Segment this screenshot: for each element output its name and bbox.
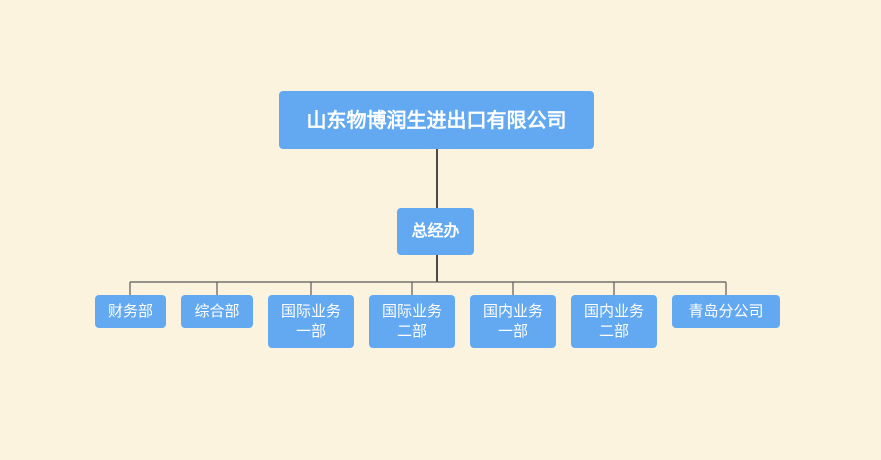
dept-node-intl-1[interactable]: 国际业务一部: [268, 295, 354, 348]
dept-node-domestic-2[interactable]: 国内业务二部: [571, 295, 657, 348]
org-middle-node[interactable]: 总经办: [397, 208, 474, 255]
org-root-label: 山东物博润生进出口有限公司: [306, 108, 567, 132]
dept-label: 国际业务一部: [280, 302, 341, 340]
dept-label: 财务部: [107, 301, 153, 320]
dept-node-domestic-1[interactable]: 国内业务一部: [470, 295, 556, 348]
dept-label: 综合部: [194, 301, 240, 320]
dept-node-general[interactable]: 综合部: [181, 295, 253, 328]
org-middle-label: 总经办: [411, 221, 460, 241]
dept-node-qingdao-branch[interactable]: 青岛分公司: [672, 295, 780, 328]
dept-label: 国内业务二部: [583, 302, 644, 340]
dept-label: 国内业务一部: [482, 302, 543, 340]
dept-label: 国际业务二部: [381, 302, 442, 340]
dept-label: 青岛分公司: [688, 301, 764, 320]
org-root-node[interactable]: 山东物博润生进出口有限公司: [279, 91, 594, 149]
dept-node-intl-2[interactable]: 国际业务二部: [369, 295, 455, 348]
dept-node-finance[interactable]: 财务部: [95, 295, 166, 328]
